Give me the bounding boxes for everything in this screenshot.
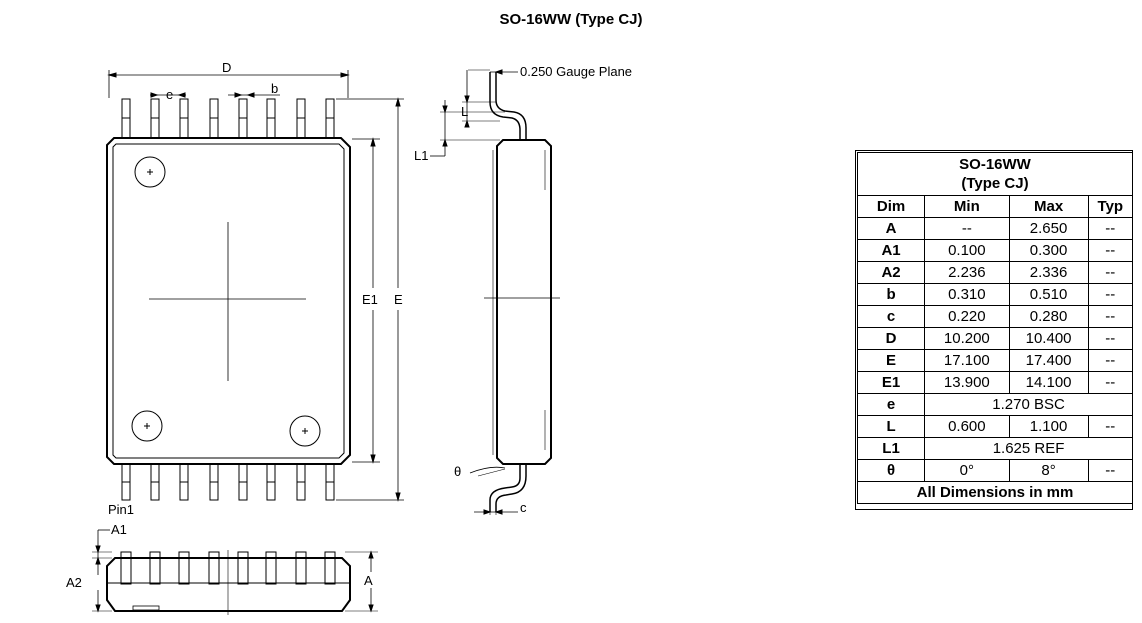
dim-label-A: A <box>364 573 373 588</box>
cell-span: 1.625 REF <box>924 437 1133 460</box>
cell-dim: A2 <box>856 261 926 284</box>
header-dim: Dim <box>856 195 926 218</box>
cell-typ: -- <box>1087 261 1134 284</box>
cell-typ: -- <box>1087 327 1134 350</box>
cell-dim: e <box>856 393 926 416</box>
lead-front <box>120 551 132 585</box>
cell-dim: A <box>856 217 926 240</box>
cell-dim: L <box>856 415 926 438</box>
lead-front <box>265 551 277 585</box>
cell-dim: c <box>856 305 926 328</box>
header-min: Min <box>924 195 1010 218</box>
package-body <box>106 137 351 465</box>
table-title: SO-16WW (Type CJ) <box>857 152 1133 196</box>
cell-typ: -- <box>1087 283 1134 306</box>
dim-label-D: D <box>222 60 231 75</box>
dim-label-E1: E1 <box>362 292 378 307</box>
cell-max: 2.650 <box>1008 217 1089 240</box>
cell-typ: -- <box>1087 415 1134 438</box>
table-footer: All Dimensions in mm <box>857 481 1133 504</box>
ejector-mark-bottom-left <box>131 410 163 442</box>
lead-front <box>295 551 307 585</box>
cell-max: 14.100 <box>1008 371 1089 394</box>
dim-label-E: E <box>394 292 403 307</box>
cell-max: 17.400 <box>1008 349 1089 372</box>
dimension-table: SO-16WW (Type CJ) Dim Min Max Typ A--2.6… <box>856 152 1134 504</box>
front-view <box>92 529 378 615</box>
cell-dim: E1 <box>856 371 926 394</box>
cell-dim: θ <box>856 459 926 482</box>
dim-label-L: L <box>461 104 468 119</box>
cell-min: 0.600 <box>924 415 1010 438</box>
dim-label-c: c <box>520 500 527 515</box>
cell-min: -- <box>924 217 1010 240</box>
dim-label-A2: A2 <box>66 575 82 590</box>
ejector-mark-bottom-right <box>289 415 321 447</box>
cell-min: 13.900 <box>924 371 1010 394</box>
dim-label-e: e <box>166 87 173 102</box>
lead-front <box>208 551 220 585</box>
cell-min: 0.100 <box>924 239 1010 262</box>
cell-max: 10.400 <box>1008 327 1089 350</box>
cell-typ: -- <box>1087 371 1134 394</box>
lead-front <box>178 551 190 585</box>
cell-typ: -- <box>1087 349 1134 372</box>
lead-front <box>324 551 336 585</box>
header-typ: Typ <box>1087 195 1134 218</box>
cell-typ: -- <box>1087 217 1134 240</box>
dim-label-A1: A1 <box>111 522 127 537</box>
cell-max: 8° <box>1008 459 1089 482</box>
side-view <box>430 69 560 515</box>
top-view <box>106 70 404 502</box>
cell-min: 0.220 <box>924 305 1010 328</box>
cell-typ: -- <box>1087 459 1134 482</box>
cell-min: 17.100 <box>924 349 1010 372</box>
cell-min: 0° <box>924 459 1010 482</box>
lead-front <box>237 551 249 585</box>
cell-max: 1.100 <box>1008 415 1089 438</box>
top-leads <box>121 98 335 139</box>
cell-max: 0.510 <box>1008 283 1089 306</box>
cell-max: 0.280 <box>1008 305 1089 328</box>
cell-min: 10.200 <box>924 327 1010 350</box>
cell-dim: E <box>856 349 926 372</box>
cell-dim: b <box>856 283 926 306</box>
dim-label-gauge-plane: 0.250 Gauge Plane <box>520 64 632 79</box>
dim-label-L1: L1 <box>414 148 428 163</box>
cell-dim: L1 <box>856 437 926 460</box>
dim-label-b: b <box>271 81 278 96</box>
cell-dim: D <box>856 327 926 350</box>
cell-max: 0.300 <box>1008 239 1089 262</box>
cell-typ: -- <box>1087 305 1134 328</box>
ejector-mark-top-left <box>134 156 166 188</box>
cell-typ: -- <box>1087 239 1134 262</box>
dim-label-theta: θ <box>454 464 461 479</box>
cell-min: 2.236 <box>924 261 1010 284</box>
cell-span: 1.270 BSC <box>924 393 1133 416</box>
table-row: A--2.650-- <box>856 217 1134 240</box>
page-title: SO-16WW (Type CJ) <box>499 11 643 28</box>
cell-min: 0.310 <box>924 283 1010 306</box>
lead-front <box>149 551 161 585</box>
cell-dim: A1 <box>856 239 926 262</box>
bottom-leads <box>121 463 335 501</box>
header-max: Max <box>1008 195 1089 218</box>
pin1-label: Pin1 <box>108 502 134 517</box>
cell-max: 2.336 <box>1008 261 1089 284</box>
front-leads <box>120 551 336 585</box>
